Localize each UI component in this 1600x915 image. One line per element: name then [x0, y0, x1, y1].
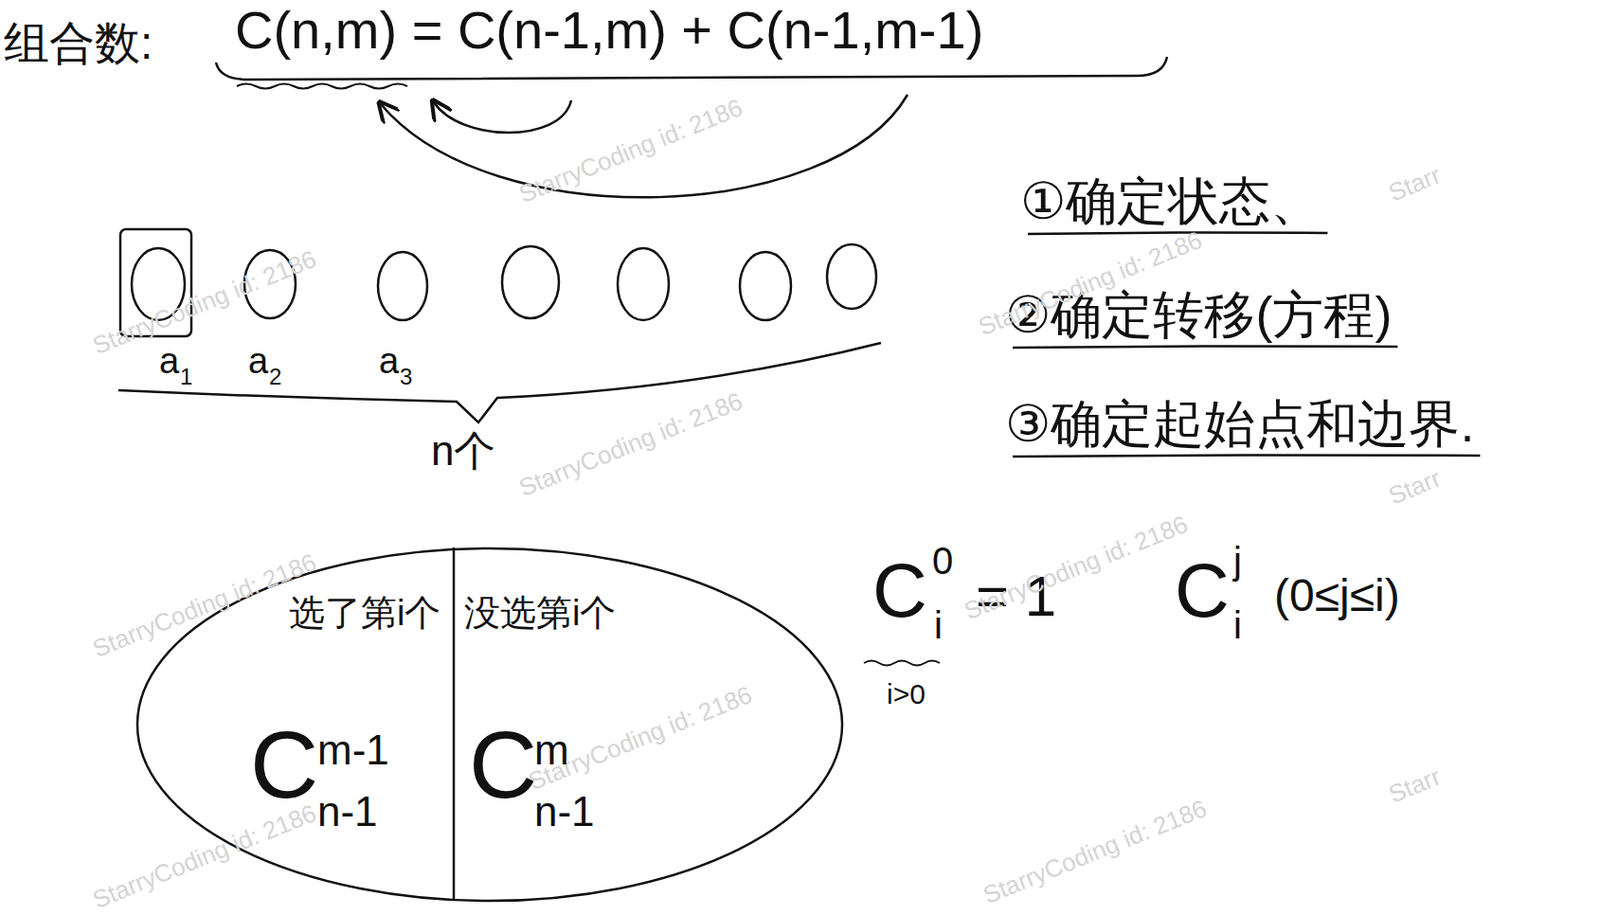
heading: 组合数: — [3, 20, 153, 67]
item-name: a — [159, 342, 180, 379]
watermark: StarryCoding id: 2186 — [515, 388, 746, 501]
watermark: StarryCoding id: 2186 — [960, 511, 1191, 624]
item-circle — [617, 248, 669, 321]
math-symbol: C — [250, 717, 319, 812]
item-name: a — [378, 342, 399, 379]
case-heading: 没选第i个 — [464, 594, 616, 631]
condition: i>0 — [886, 680, 926, 709]
step-text: ①确定状态、 — [1020, 175, 1322, 227]
math-text: (0≤j≤i) — [1274, 573, 1401, 619]
math-symbol: C — [468, 717, 538, 812]
underline — [1012, 454, 1480, 457]
watermark: StarryCoding id: 2186 — [515, 94, 746, 207]
step-text: ③确定起始点和边界. — [1005, 397, 1475, 450]
item-circle — [377, 251, 428, 321]
formula-bracket — [215, 56, 1168, 80]
math-symbol: C — [1174, 553, 1230, 630]
count-label: n个 — [431, 430, 496, 472]
underline — [1012, 345, 1398, 348]
subscript: n-1 — [317, 791, 378, 833]
item-circle — [826, 244, 877, 309]
case-heading: 选了第i个 — [288, 594, 441, 631]
watermark: StarryCoding id: 2186 — [89, 549, 320, 662]
watermark: StarryCoding id: 2186 — [979, 795, 1210, 908]
subscript: 2 — [269, 365, 282, 389]
divider — [452, 547, 456, 900]
watermark: StarryCoding id: 2186 — [89, 246, 320, 359]
superscript: m-1 — [317, 729, 390, 772]
watermark: StarryCoding id: 2186 — [89, 800, 320, 913]
squiggle — [236, 84, 408, 90]
subscript: n-1 — [534, 791, 595, 833]
formula: C(n,m) = C(n-1,m) + C(n-1,m-1) — [234, 3, 984, 57]
math-symbol: C — [872, 553, 928, 630]
squiggle — [863, 661, 940, 666]
watermark: Starr — [1384, 465, 1444, 508]
superscript: 0 — [932, 541, 953, 580]
watermark: Starr — [1384, 161, 1444, 205]
superscript: j — [1233, 541, 1242, 580]
item-name: a — [248, 342, 269, 379]
item-circle — [739, 251, 792, 321]
set-half: 没选第i个 Cm n-1 — [462, 587, 681, 872]
item-circle — [502, 246, 559, 319]
subscript: 1 — [179, 365, 193, 389]
watermark: Starr — [1384, 763, 1444, 807]
subscript: i — [1233, 606, 1242, 645]
subscript: 3 — [399, 365, 413, 389]
brace — [118, 342, 881, 423]
subscript: i — [934, 606, 943, 645]
recurrence-arrow — [433, 100, 572, 133]
set-half: 选了第i个 Cm-1 n-1 — [236, 587, 450, 872]
superscript: m — [534, 729, 570, 772]
